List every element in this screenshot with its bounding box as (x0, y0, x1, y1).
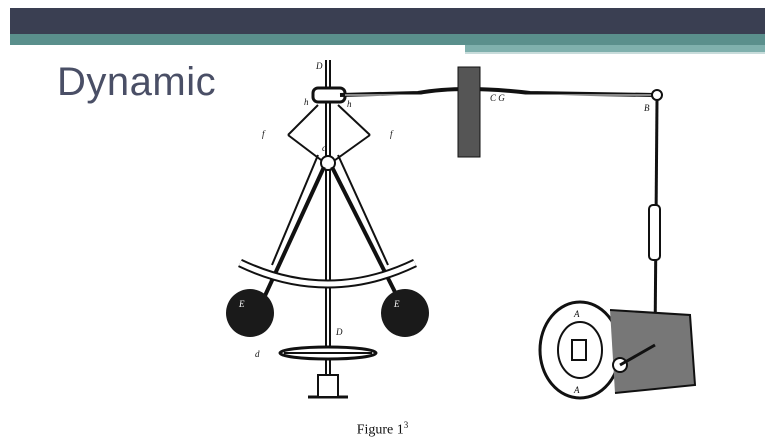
header-band-teal (10, 34, 765, 45)
label-f-right: f (390, 129, 394, 139)
label-A-bottom: A (573, 385, 580, 395)
label-CG: C G (490, 93, 505, 103)
figure-caption: Figure 13 (0, 420, 765, 439)
left-governor-ball (226, 289, 274, 337)
governor-illustration: D h h f f c C G B E E D d A A (226, 60, 697, 400)
label-f-left: f (262, 129, 266, 139)
label-E-right: E (393, 299, 400, 309)
label-B: B (644, 103, 650, 113)
header-band-dark (10, 8, 765, 34)
header-band-line (465, 52, 765, 54)
header-band-teal-light (465, 45, 765, 52)
label-E-left: E (238, 299, 245, 309)
caption-text: Figure 1 (356, 422, 404, 438)
label-A-top: A (573, 309, 580, 319)
label-h-left: h (304, 97, 309, 107)
label-h-right: h (347, 99, 352, 109)
right-governor-ball (381, 289, 429, 337)
label-D-top: D (315, 61, 323, 71)
label-D-bottom: D (335, 327, 343, 337)
slide-title: Dynamic (57, 60, 217, 104)
label-d: d (255, 349, 260, 359)
label-c: c (322, 143, 326, 153)
caption-superscript: 3 (403, 420, 409, 430)
